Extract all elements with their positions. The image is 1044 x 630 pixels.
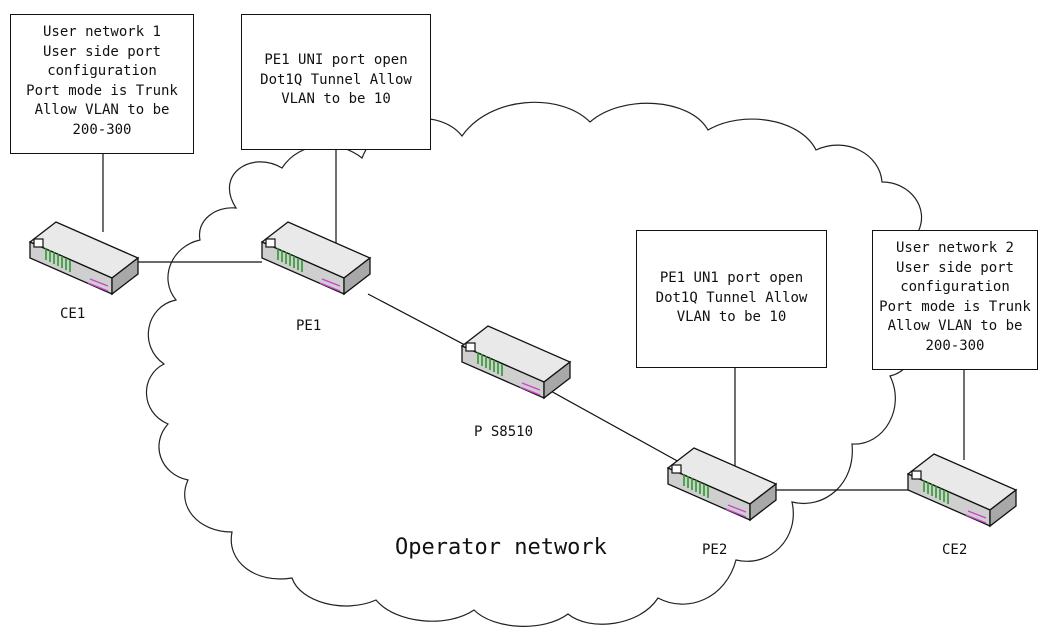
note-line: Port mode is Trunk bbox=[879, 298, 1031, 315]
note-line: User network 2 bbox=[895, 240, 1014, 256]
device-label-ce1: CE1 bbox=[60, 306, 86, 322]
device-label-pe2: PE2 bbox=[702, 542, 728, 558]
note-line: PE1 UNI port open bbox=[264, 52, 408, 68]
note-line: VLAN to be 10 bbox=[676, 309, 787, 325]
note-pe1-config: PE1 UNI port open Dot1Q Tunnel Allow VLA… bbox=[241, 14, 431, 150]
note-line: Port mode is Trunk bbox=[26, 82, 178, 99]
note-line: configuration bbox=[900, 279, 1010, 295]
note-user-network-2: User network 2 User side port configurat… bbox=[872, 230, 1038, 370]
note-line: User network 1 bbox=[42, 24, 161, 40]
cloud-label: Operator network bbox=[395, 535, 607, 560]
note-pe2-config: PE1 UN1 port open Dot1Q Tunnel Allow VLA… bbox=[636, 230, 827, 368]
network-switch-icon bbox=[29, 221, 139, 295]
note-line: VLAN to be 10 bbox=[281, 91, 391, 107]
note-line: configuration bbox=[47, 63, 157, 79]
device-label-p: P S8510 bbox=[474, 424, 534, 440]
note-line: PE1 UN1 port open bbox=[659, 270, 804, 286]
note-line: Allow VLAN to be bbox=[34, 102, 170, 118]
device-label-pe1: PE1 bbox=[296, 318, 322, 334]
note-line: User side port bbox=[895, 259, 1014, 276]
note-line: User side port bbox=[42, 43, 161, 60]
device-label-ce2: CE2 bbox=[942, 542, 968, 558]
note-user-network-1: User network 1 User side port configurat… bbox=[10, 14, 194, 154]
note-line: Allow VLAN to be bbox=[887, 318, 1023, 334]
note-line: 200-300 bbox=[72, 121, 132, 138]
note-line: 200-300 bbox=[925, 337, 985, 354]
network-switch-icon bbox=[907, 453, 1017, 527]
note-line: Dot1Q Tunnel Allow bbox=[260, 71, 412, 88]
note-line: Dot1Q Tunnel Allow bbox=[655, 289, 808, 306]
